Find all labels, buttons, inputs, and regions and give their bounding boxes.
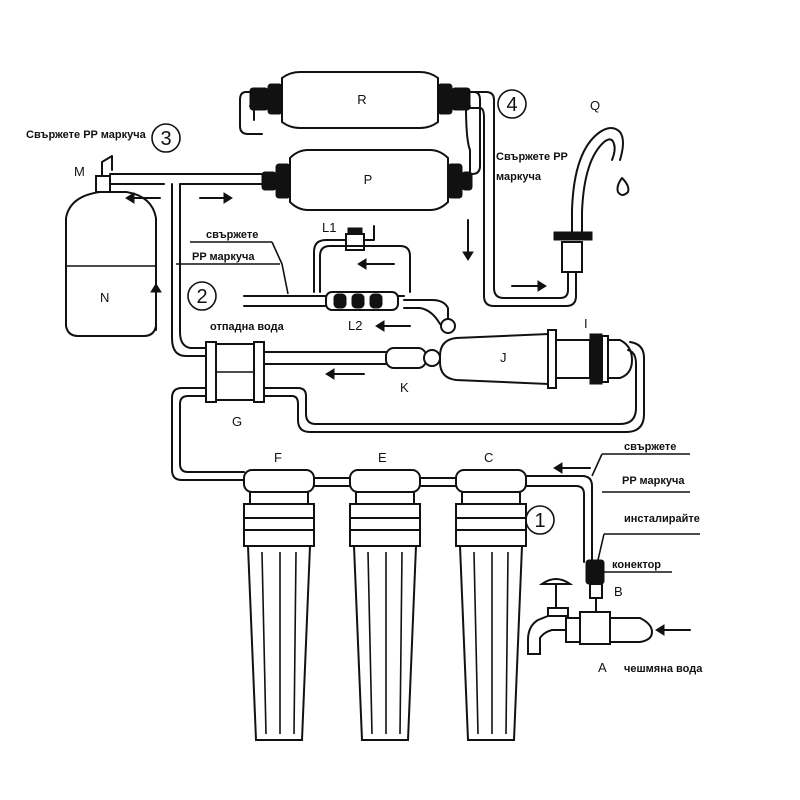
tube-r-p-left bbox=[239, 91, 263, 135]
svg-text:3: 3 bbox=[160, 128, 171, 150]
label-j: J bbox=[500, 350, 507, 365]
note-connect-faucet-2: маркуча bbox=[496, 171, 542, 183]
pre-filter-c: C bbox=[455, 450, 527, 741]
note-connect-inlet-1: свържете bbox=[624, 441, 676, 453]
pre-filter-f: F bbox=[243, 450, 315, 741]
tap-a: A bbox=[527, 578, 654, 675]
faucet-q: Q bbox=[553, 98, 630, 273]
step-4: 4 bbox=[497, 89, 527, 119]
note-connect-faucet-1: Свържете PP bbox=[496, 151, 568, 163]
note-connect-drain-1: свържете bbox=[206, 229, 258, 241]
svg-text:2: 2 bbox=[196, 286, 207, 308]
label-e: E bbox=[378, 450, 387, 465]
label-l2: L2 bbox=[348, 318, 362, 333]
connector-block-g: G bbox=[205, 341, 265, 429]
pre-filter-e: E bbox=[349, 450, 421, 741]
flow-restrictor-k: K bbox=[385, 347, 441, 395]
label-p: P bbox=[364, 172, 373, 187]
post-filter-r: R bbox=[249, 71, 471, 129]
note-connect-tank: Свържете PP маркуча bbox=[26, 129, 147, 141]
label-m: M bbox=[74, 164, 85, 179]
tube-r-faucet bbox=[469, 91, 569, 299]
membrane-housing-j: J I bbox=[439, 316, 634, 389]
label-n: N bbox=[100, 290, 109, 305]
label-r: R bbox=[357, 92, 366, 107]
label-f: F bbox=[274, 450, 282, 465]
tube-g-f bbox=[171, 387, 245, 481]
label-b: B bbox=[614, 584, 623, 599]
label-a: A bbox=[598, 660, 607, 675]
tube-tee-g bbox=[171, 183, 207, 357]
note-install: инсталирайте bbox=[624, 513, 700, 525]
label-k: K bbox=[400, 380, 409, 395]
note-tap-water: чешмяна вода bbox=[624, 663, 703, 675]
flow-arrows bbox=[125, 192, 691, 636]
tube-r-p-right bbox=[469, 91, 481, 175]
post-filter-p: P bbox=[261, 149, 473, 211]
note-waste-water: отпадна вода bbox=[210, 321, 285, 333]
step-1: 1 bbox=[525, 505, 555, 535]
note-connect-drain-2: PP маркуча bbox=[192, 251, 255, 263]
label-g: G bbox=[232, 414, 242, 429]
feed-valve-b: B bbox=[585, 559, 623, 613]
drain-saddle-l2: L2 bbox=[325, 291, 399, 333]
note-connector: конектор bbox=[612, 559, 661, 571]
svg-text:1: 1 bbox=[534, 510, 545, 532]
svg-text:4: 4 bbox=[506, 94, 517, 116]
note-connect-inlet-2: PP маркуча bbox=[622, 475, 685, 487]
label-l1: L1 bbox=[322, 220, 336, 235]
tube-g-membrane bbox=[263, 349, 637, 425]
label-q: Q bbox=[590, 98, 600, 113]
step-2: 2 bbox=[187, 281, 217, 311]
tube-inlet bbox=[525, 475, 593, 563]
label-i: I bbox=[584, 316, 588, 331]
label-c: C bbox=[484, 450, 493, 465]
step-3: 3 bbox=[151, 123, 181, 153]
